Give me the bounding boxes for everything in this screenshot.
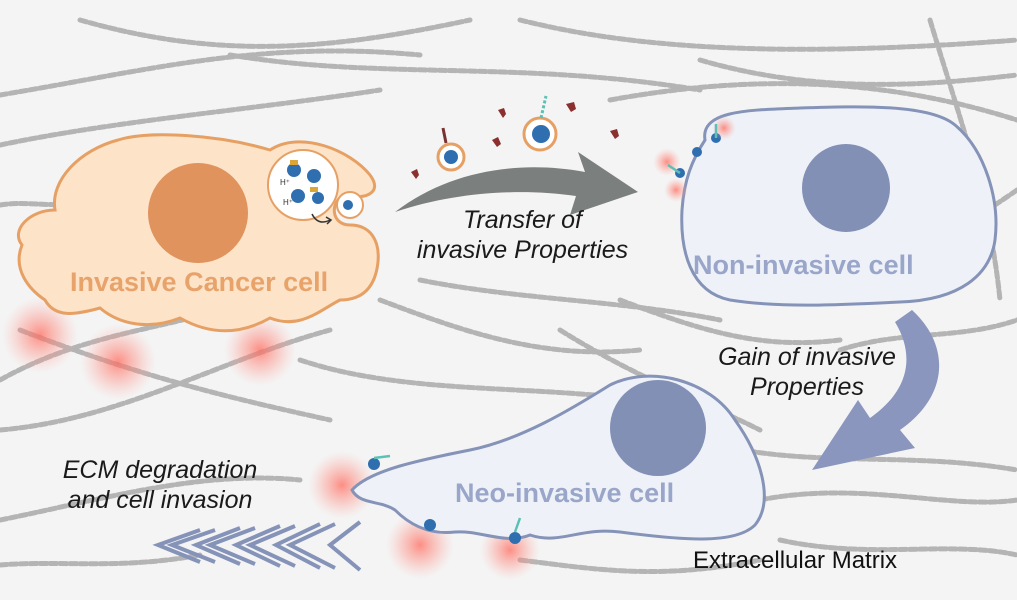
exosome-icon bbox=[436, 127, 466, 172]
ecm-caption-line2: and cell invasion bbox=[67, 486, 253, 514]
ecm-caption-line1: ECM degradation bbox=[62, 456, 258, 484]
svg-text:H⁺: H⁺ bbox=[280, 178, 290, 187]
neo-invasive-cell-nucleus bbox=[610, 380, 706, 476]
protease-icon bbox=[411, 102, 619, 179]
gain-arrow bbox=[812, 310, 940, 470]
invasive-cancer-cell: H⁺ H⁺ bbox=[16, 133, 380, 333]
gain-caption: Gain of invasive Properties bbox=[692, 342, 922, 402]
transfer-caption: Transfer of invasive Properties bbox=[395, 205, 650, 265]
ecm-caption: ECM degradation and cell invasion bbox=[30, 455, 290, 515]
vesicle-icon: H⁺ H⁺ bbox=[280, 160, 324, 207]
invasive-cell-nucleus bbox=[148, 163, 248, 263]
non-invasive-cell-label: Non-invasive cell bbox=[693, 250, 914, 280]
exosome-icon bbox=[522, 95, 558, 152]
non-invasive-cell bbox=[653, 105, 998, 307]
receptor-protein-icon bbox=[653, 116, 736, 202]
secreted-exosome-icon bbox=[336, 191, 364, 219]
gain-caption-line2: Properties bbox=[750, 373, 864, 401]
receptor-protein-icon bbox=[368, 454, 522, 544]
transfer-caption-line2: invasive Properties bbox=[416, 236, 629, 264]
invasive-cell-label: Invasive Cancer cell bbox=[70, 267, 329, 297]
secretion-arrow bbox=[311, 213, 331, 223]
ecm-degradation-spots bbox=[2, 297, 296, 400]
multivesicular-body bbox=[267, 149, 339, 221]
neo-invasive-cell-label: Neo-invasive cell bbox=[455, 478, 675, 508]
exosomes-in-transit bbox=[411, 95, 619, 179]
transfer-caption-line1: Transfer of bbox=[462, 206, 583, 234]
transfer-arrow bbox=[395, 152, 638, 215]
invasion-chevron-icon bbox=[152, 520, 362, 572]
svg-text:H⁺: H⁺ bbox=[283, 198, 293, 207]
gain-caption-line1: Gain of invasive bbox=[718, 343, 896, 371]
extracellular-matrix-label: Extracellular Matrix bbox=[693, 547, 898, 574]
non-invasive-cell-nucleus bbox=[802, 144, 890, 232]
neo-invasive-cell bbox=[350, 374, 766, 544]
